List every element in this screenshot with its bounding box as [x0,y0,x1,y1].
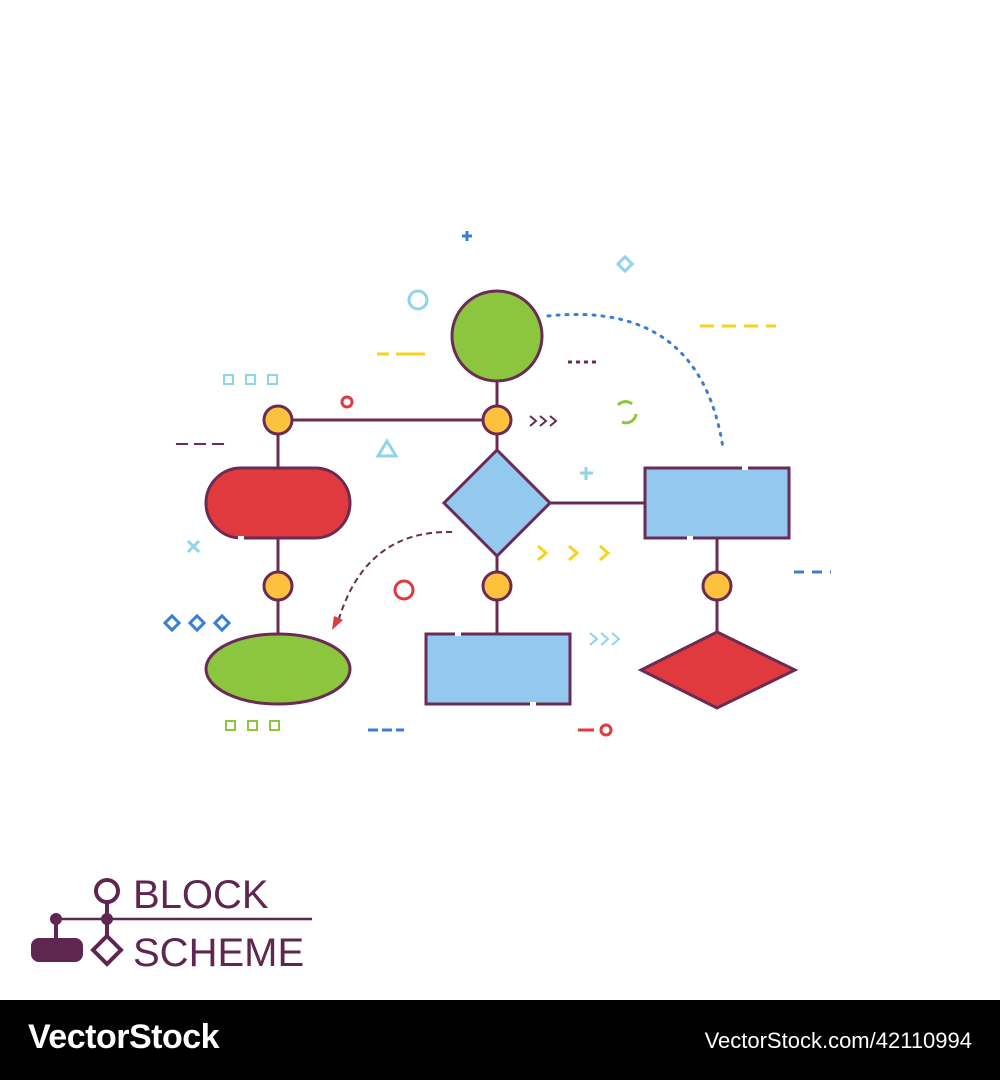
process-center-rect [424,632,572,706]
brand-logo[interactable]: VectorStock [28,1018,220,1056]
start-circle [450,289,544,383]
decision-right-diamond [637,630,799,710]
arrow-head [332,616,343,630]
connector-node [262,404,294,436]
end-left-ellipse [204,632,352,706]
footer-bar: VectorStock VectorStock.com/42110994 [0,1000,1000,1080]
process-right-rect [643,466,791,540]
dashed-arrow-arc [337,530,453,623]
block-scheme-diagram: BLOCK SCHEME [31,231,831,975]
process-left-terminator [204,466,352,540]
image-id: VectorStock.com/42110994 [704,1028,972,1053]
connector-node [262,570,294,602]
decision-center-diamond [441,447,553,559]
decorations [162,231,831,737]
connector-node [481,404,513,436]
connector-node [701,570,733,602]
title-line2: SCHEME [133,931,304,975]
dotted-arc [546,313,725,450]
block-scheme-logo-icon [31,878,312,967]
connector-node [481,570,513,602]
title-line1: BLOCK [133,873,269,917]
connector-nodes [262,404,733,602]
outline-gaps [238,466,748,706]
